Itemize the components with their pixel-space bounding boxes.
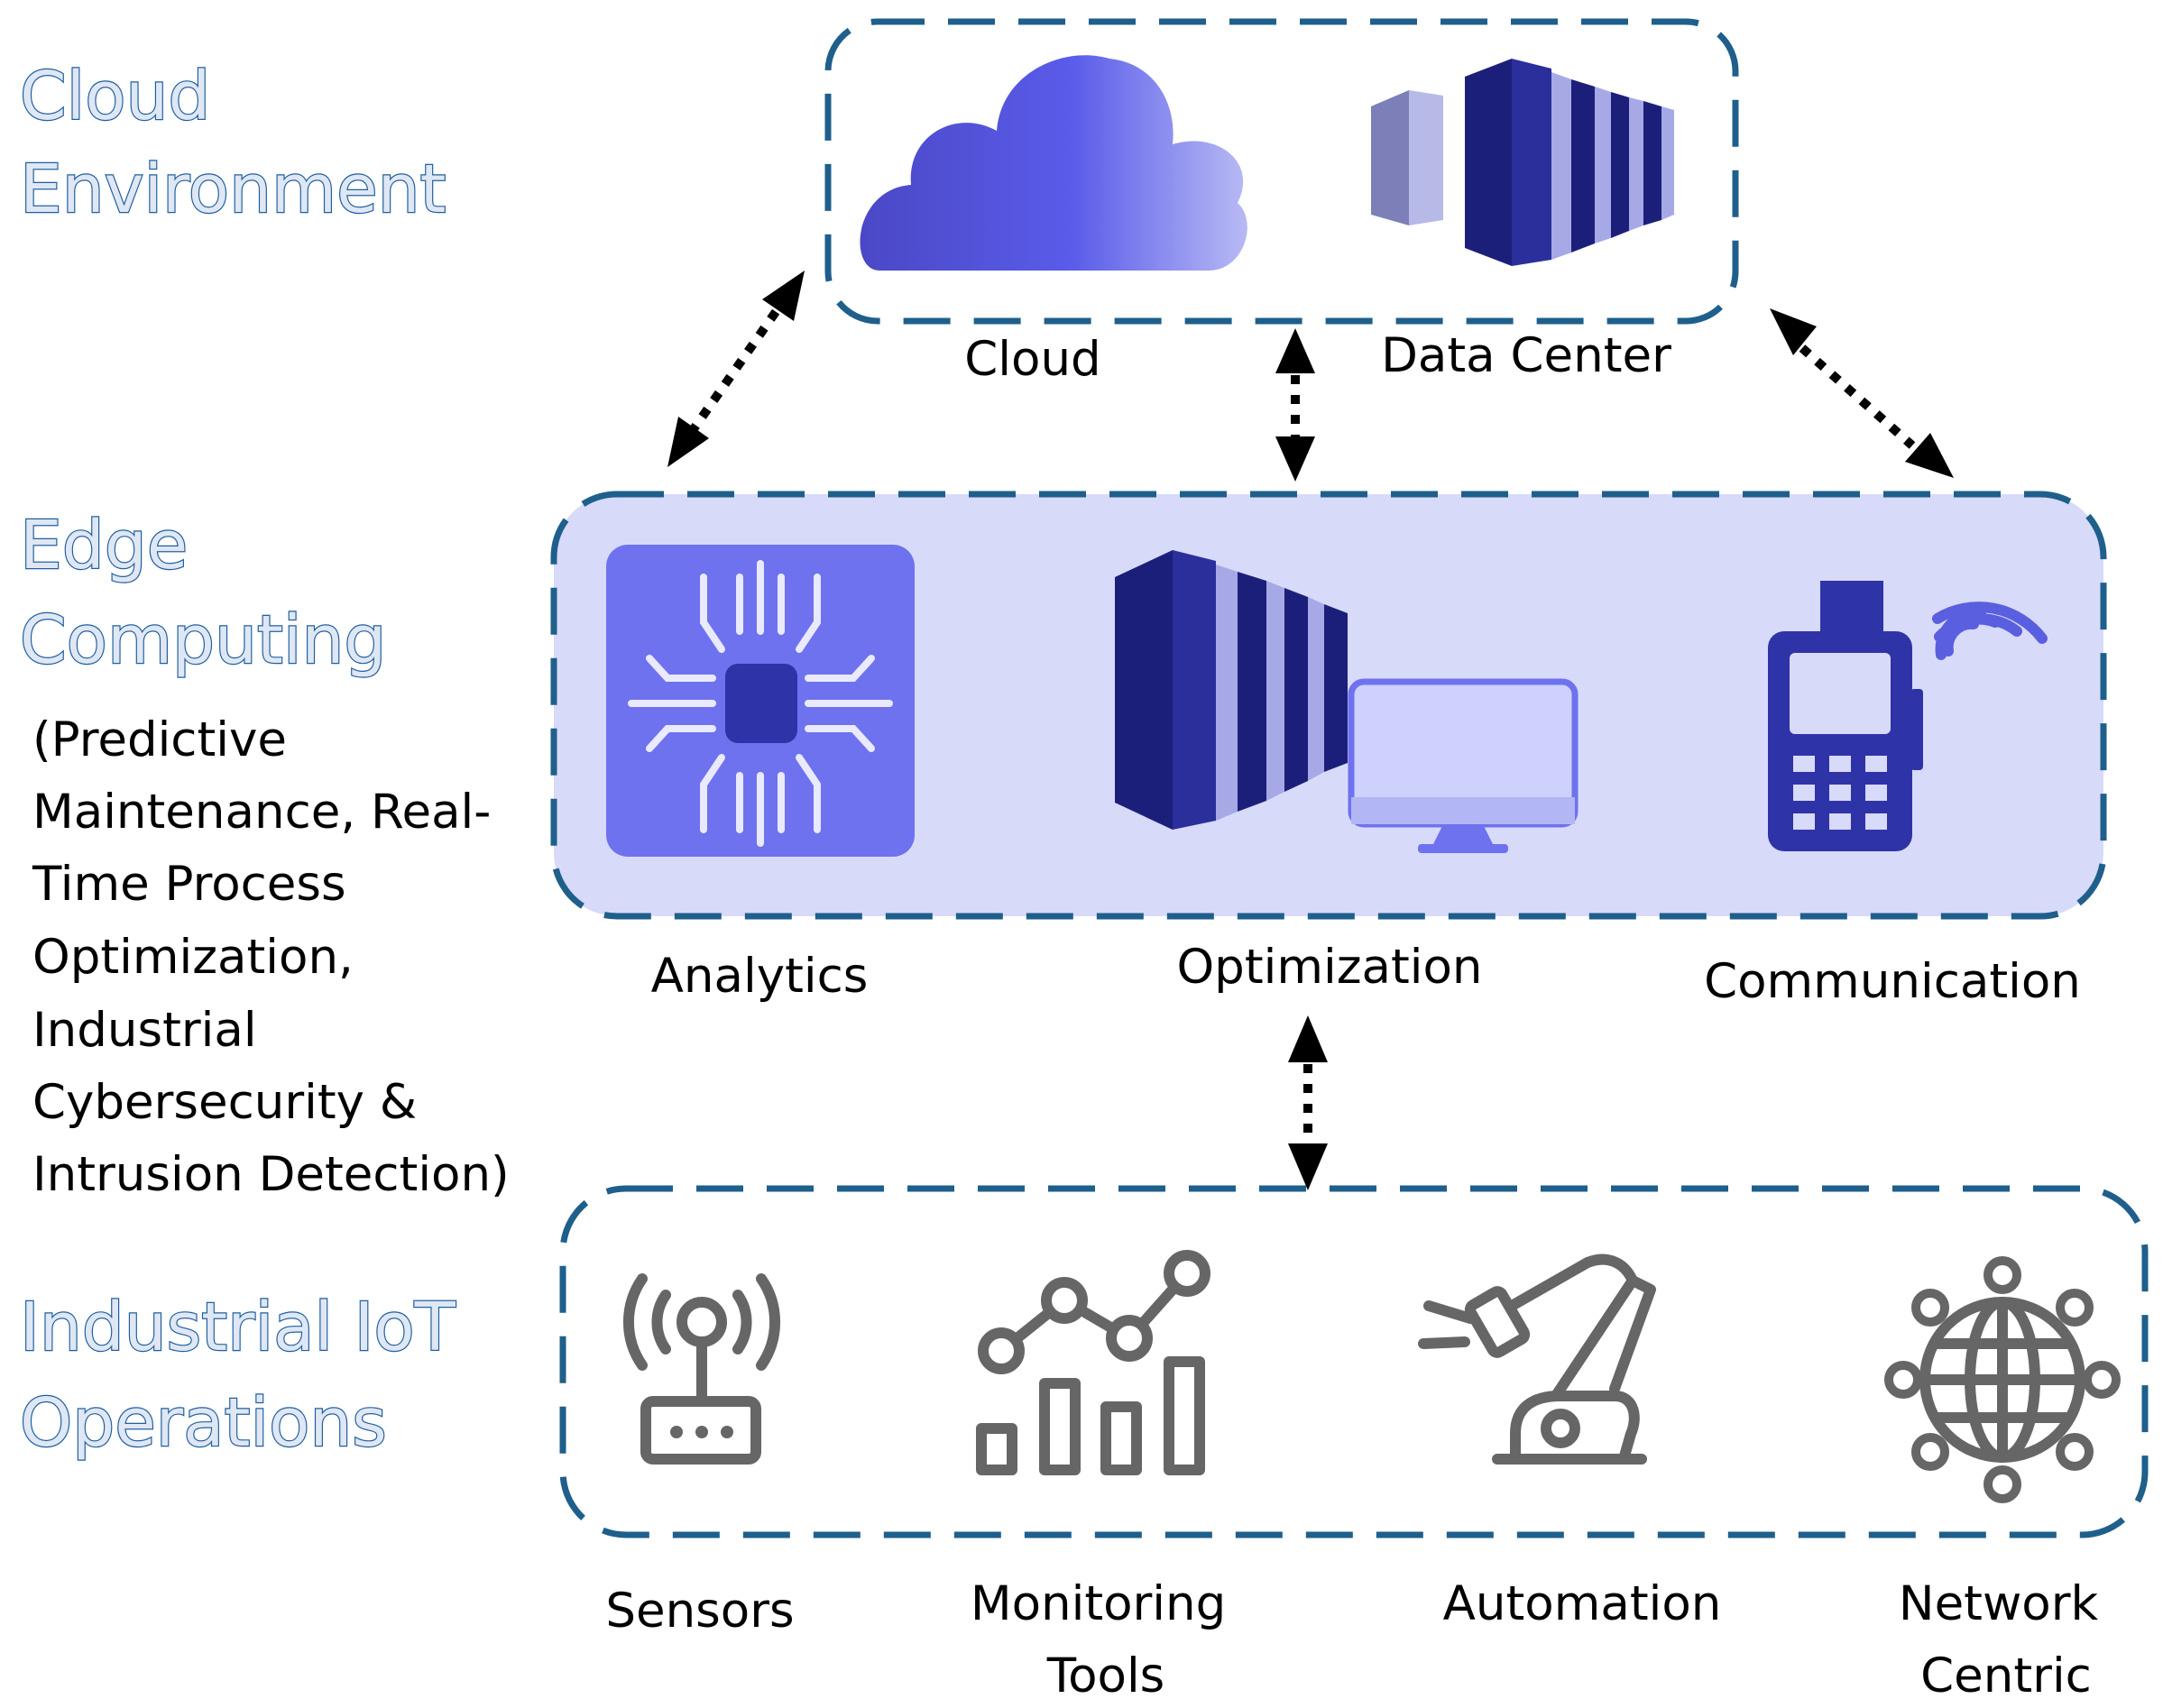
chart-icon [976, 1250, 1210, 1475]
chip-icon [606, 545, 915, 857]
optimization-label: Optimization [1176, 940, 1482, 995]
robot-arm-icon [1418, 1253, 1656, 1465]
arrow-cloud-edge-right [1770, 308, 1954, 478]
arrow-edge-iiot [1288, 1015, 1328, 1190]
server-monitor-icon [1115, 550, 1579, 853]
globe-network-icon [1884, 1256, 2121, 1503]
analytics-label: Analytics [651, 949, 869, 1004]
iiot-layer-title: Industrial IoT Operations [20, 1289, 476, 1462]
network-centric-label: Network Centric [1899, 1576, 2113, 1703]
edge-layer-description: (Predictive Maintenance, Real- Time Proc… [32, 712, 510, 1202]
arrow-cloud-edge-left [667, 271, 805, 467]
antenna-router-icon [622, 1273, 781, 1465]
communication-label: Communication [1704, 954, 2081, 1009]
cloud-environment-box [824, 18, 1739, 325]
cloud-icon [860, 55, 1247, 271]
data-center-label: Data Center [1381, 328, 1671, 383]
automation-label: Automation [1443, 1576, 1722, 1631]
arrow-cloud-edge-center [1275, 328, 1315, 482]
cloud-layer-title: Cloud Environment [20, 58, 446, 228]
server-rack-icon [1371, 59, 1674, 266]
iiot-operations-box [559, 1185, 2149, 1538]
monitoring-tools-label: Monitoring Tools [971, 1576, 1241, 1703]
edge-layer-title: Edge Computing [20, 507, 386, 679]
payment-terminal-icon [1768, 581, 2048, 851]
sensors-label: Sensors [605, 1584, 794, 1639]
cloud-label: Cloud [964, 332, 1100, 387]
